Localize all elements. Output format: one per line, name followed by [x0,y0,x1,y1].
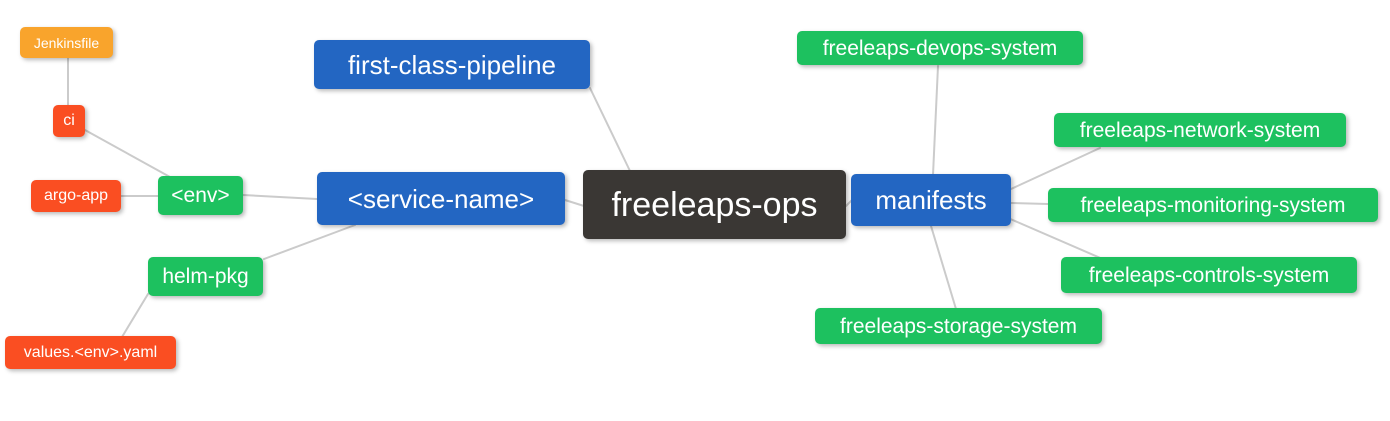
edge-manifests-to-freeleaps-network-system [1010,147,1101,190]
mindmap-node-freeleaps-controls-system[interactable]: freeleaps-controls-system [1061,257,1357,293]
edge-manifests-to-freeleaps-controls-system [1007,217,1106,261]
mindmap-node-label: helm-pkg [162,265,249,288]
mindmap-node-label: first-class-pipeline [347,49,557,80]
mindmap-node-label: Jenkinsfile [33,34,100,51]
mindmap-node-label: ci [63,112,75,129]
mindmap-node-label: freeleaps-storage-system [840,314,1077,338]
mindmap-node-env[interactable]: <env> [158,176,243,215]
mindmap-node-label: manifests [875,185,987,215]
mindmap-node-label: freeleaps-devops-system [822,36,1058,60]
mindmap-node-label: freeleaps-monitoring-system [1080,193,1346,217]
mindmap-node-freeleaps-devops-system[interactable]: freeleaps-devops-system [797,31,1083,65]
mindmap-node-helm-pkg[interactable]: helm-pkg [148,257,263,296]
mindmap-node-service-name[interactable]: <service-name> [317,172,565,225]
mindmap-node-values-env-yaml[interactable]: values.<env>.yaml [5,336,176,369]
mindmap-node-label: freeleaps-controls-system [1088,263,1330,287]
mindmap-node-jenkinsfile[interactable]: Jenkinsfile [20,27,113,58]
edge-manifests-to-freeleaps-monitoring-system [1010,202,1049,205]
mindmap-node-label: <env> [171,184,230,207]
mindmap-node-label: values.<env>.yaml [23,343,158,361]
mindmap-node-first-class-pipeline[interactable]: first-class-pipeline [314,40,590,89]
mindmap-node-label: argo-app [43,187,109,204]
mindmap-node-label: freeleaps-ops [611,185,818,224]
edge-manifests-to-freeleaps-storage-system [930,225,957,310]
mindmap-node-label: freeleaps-network-system [1079,118,1321,142]
edge-ci-to-env [84,129,171,178]
edge-first-class-pipeline-to-freeleaps-ops [589,87,631,172]
mindmap-node-argo-app[interactable]: argo-app [31,180,121,212]
mindmap-node-ci[interactable]: ci [53,105,85,137]
edge-env-to-service-name [242,194,318,200]
mindmap-node-label: <service-name> [347,183,535,214]
mindmap-node-freeleaps-ops[interactable]: freeleaps-ops [583,170,846,239]
mindmap-node-freeleaps-network-system[interactable]: freeleaps-network-system [1054,113,1346,147]
mindmap-node-manifests[interactable]: manifests [851,174,1011,226]
mindmap-node-freeleaps-storage-system[interactable]: freeleaps-storage-system [815,308,1102,344]
edge-helm-pkg-to-values-env-yaml [121,293,149,338]
edge-service-name-to-freeleaps-ops [564,199,585,207]
edge-service-name-to-helm-pkg [263,224,356,260]
mindmap-node-freeleaps-monitoring-system[interactable]: freeleaps-monitoring-system [1048,188,1378,222]
edge-manifests-to-freeleaps-devops-system [932,65,939,176]
